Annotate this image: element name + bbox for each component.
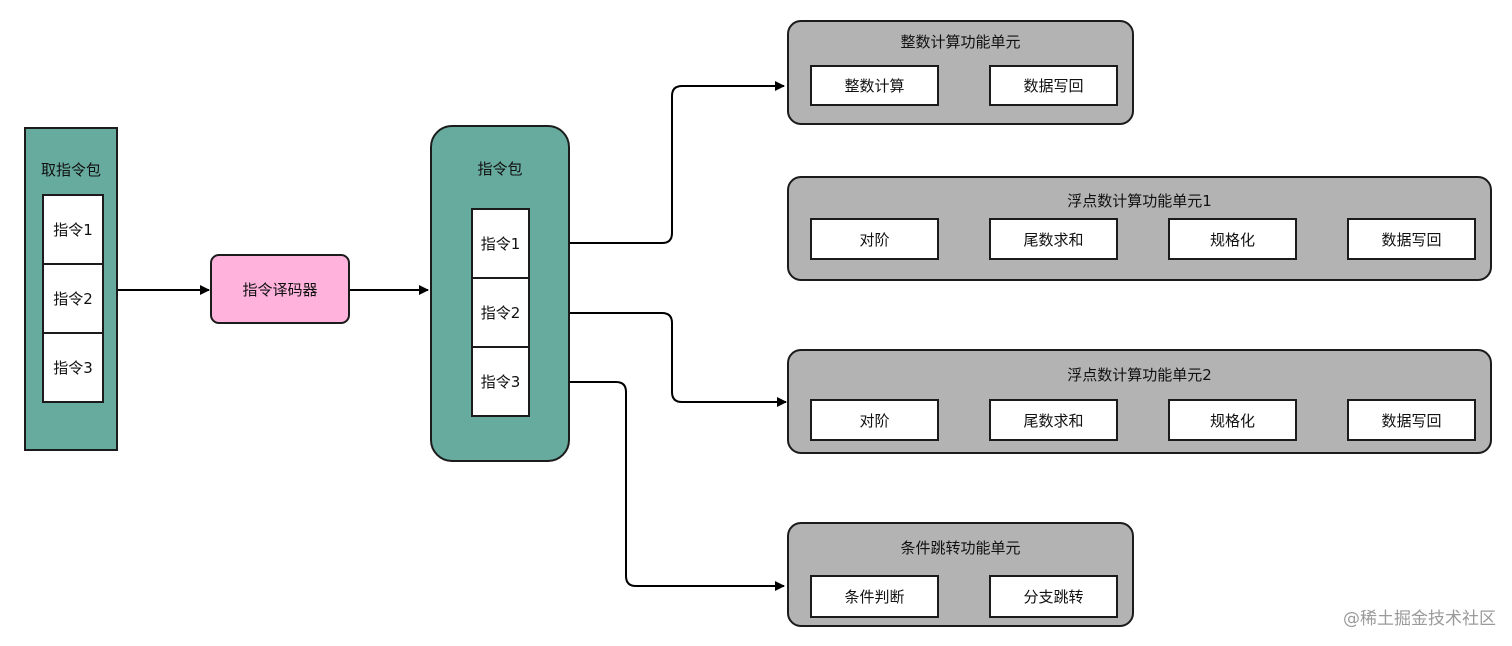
branch-unit-title: 条件跳转功能单元 bbox=[900, 539, 1021, 557]
fetch-instruction-3: 指令3 bbox=[42, 332, 104, 403]
float1-step-1: 对阶 bbox=[810, 218, 939, 260]
integer-step-2: 数据写回 bbox=[989, 65, 1118, 106]
arrow-instr2-to-float2-unit bbox=[528, 312, 787, 407]
float2-step-1: 对阶 bbox=[810, 399, 939, 441]
float2-step-3: 规格化 bbox=[1168, 399, 1297, 441]
arrow-instr3-to-branch-unit bbox=[528, 381, 785, 591]
fetch-instruction-1: 指令1 bbox=[42, 194, 104, 265]
float2-step-4: 数据写回 bbox=[1347, 399, 1476, 441]
float-unit-2-title: 浮点数计算功能单元2 bbox=[1067, 366, 1212, 384]
float2-step-2: 尾数求和 bbox=[989, 399, 1118, 441]
float-unit-2: 浮点数计算功能单元2 对阶 尾数求和 规格化 数据写回 bbox=[787, 349, 1492, 454]
branch-unit: 条件跳转功能单元 条件判断 分支跳转 bbox=[787, 522, 1134, 627]
branch-step-1: 条件判断 bbox=[810, 575, 939, 618]
fetch-packet-title: 取指令包 bbox=[40, 161, 101, 179]
branch-step-2: 分支跳转 bbox=[989, 575, 1118, 618]
instruction-packet-title: 指令包 bbox=[477, 160, 523, 178]
watermark: @稀土掘金技术社区 bbox=[1343, 609, 1496, 629]
float-unit-1-title: 浮点数计算功能单元1 bbox=[1067, 192, 1212, 210]
float1-step-4: 数据写回 bbox=[1347, 218, 1476, 260]
instruction-packet-box: 指令包 指令1 指令2 指令3 bbox=[430, 125, 570, 462]
float1-step-2: 尾数求和 bbox=[989, 218, 1118, 260]
integer-unit: 整数计算功能单元 整数计算 数据写回 bbox=[787, 20, 1134, 125]
packet-instruction-3: 指令3 bbox=[471, 346, 530, 417]
float-unit-1: 浮点数计算功能单元1 对阶 尾数求和 规格化 数据写回 bbox=[787, 176, 1492, 281]
arrow-instr1-to-integer-unit bbox=[528, 81, 785, 244]
integer-unit-title: 整数计算功能单元 bbox=[900, 33, 1021, 51]
packet-instruction-2: 指令2 bbox=[471, 277, 530, 348]
fetch-instruction-2: 指令2 bbox=[42, 263, 104, 334]
float1-step-3: 规格化 bbox=[1168, 218, 1297, 260]
fetch-packet-box: 取指令包 指令1 指令2 指令3 bbox=[24, 127, 118, 451]
integer-step-1: 整数计算 bbox=[810, 65, 939, 106]
packet-instruction-1: 指令1 bbox=[471, 208, 530, 279]
instruction-decoder: 指令译码器 bbox=[210, 254, 350, 324]
